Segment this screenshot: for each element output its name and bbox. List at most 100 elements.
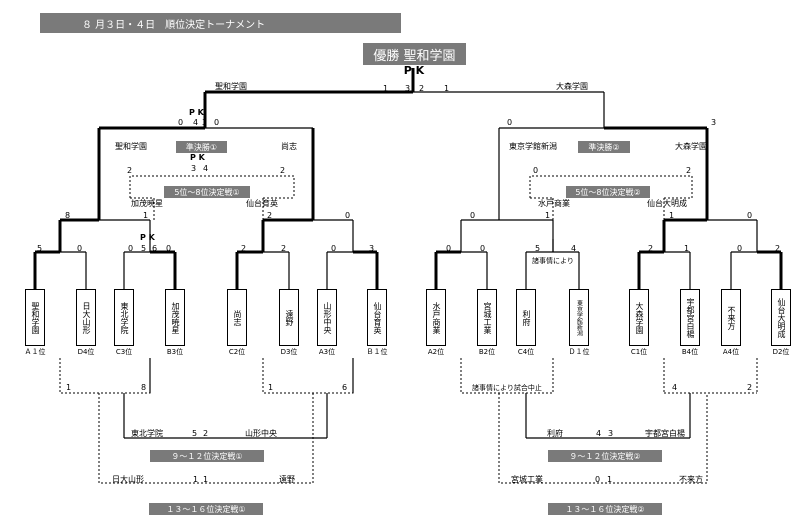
team-box: 大森学園 xyxy=(629,289,649,346)
team-seed: C1位 xyxy=(630,348,648,356)
consolation-5-8-2-label: 5位～8位決定戦② xyxy=(566,186,650,198)
first-round-score: 2 xyxy=(241,244,247,253)
first-round-score: 0 xyxy=(446,244,452,253)
first-round-score: 2 xyxy=(775,244,781,253)
semi-score: 0 xyxy=(178,118,184,127)
first-round-score: 5 xyxy=(37,244,43,253)
placement-13-16-2-label: １３～１６位決定戦② xyxy=(548,503,662,515)
lower-score: 6 xyxy=(342,383,348,392)
team-seed: C3位 xyxy=(115,348,133,356)
first-round-score: 0 xyxy=(166,244,172,253)
quarter-score: 1 xyxy=(669,211,675,220)
team-seed: B3位 xyxy=(166,348,184,356)
semi-right-team: 大森学園 xyxy=(675,142,707,151)
team-box: 遠野 xyxy=(279,289,299,346)
team-seed: Ｂ１位 xyxy=(366,348,388,356)
lower-score: 8 xyxy=(141,383,147,392)
semifinal-1-label: 準決勝① xyxy=(176,141,227,153)
consolation-5-8-1-label: 5位～8位決定戦① xyxy=(164,186,250,198)
semi-score: 4 xyxy=(193,118,199,127)
final-score: 3 xyxy=(405,84,411,93)
placement-13-16-1-label: １３～１６位決定戦① xyxy=(149,503,263,515)
team-box: 不来方 xyxy=(721,289,741,346)
lower-score: 0 xyxy=(595,475,601,484)
first-round-score: 0 xyxy=(331,244,337,253)
first-round-score: 2 xyxy=(281,244,287,253)
lower-left-team: 日大山形 xyxy=(112,475,144,484)
first-round-pk-label: P K xyxy=(140,233,155,242)
quarter-score: 1 xyxy=(545,211,551,220)
team-seed: C4位 xyxy=(517,348,535,356)
team-box: 東京学館新潟 xyxy=(569,289,589,346)
lower-left-team: 東北学院 xyxy=(131,429,163,438)
quarter-score: 0 xyxy=(470,211,476,220)
first-round-score: 1 xyxy=(684,244,690,253)
semi-score: 3 xyxy=(191,164,197,173)
semi-score: 0 xyxy=(507,118,513,127)
lower-left-team: 宮城工業 xyxy=(511,475,543,484)
team-box: 山形中央 xyxy=(317,289,337,346)
team-name: 仙台育英 xyxy=(373,301,382,334)
semi-pk-label: P K xyxy=(190,153,205,162)
consolation-score: 2 xyxy=(127,166,133,175)
final-score: 1 xyxy=(383,84,389,93)
lower-score: 4 xyxy=(596,429,602,438)
team-seed: A2位 xyxy=(427,348,445,356)
team-name: 日大山形 xyxy=(82,301,91,334)
final-score: 1 xyxy=(444,84,450,93)
team-name: 大森学園 xyxy=(635,301,644,334)
page-title: ８ 月３日・４日 順位決定トーナメント xyxy=(40,13,401,33)
lower-right-team: 宇都宮白楊 xyxy=(645,429,685,438)
final-score: 2 xyxy=(419,84,425,93)
team-box: 聖和学園 xyxy=(25,289,45,346)
team-seed: A3位 xyxy=(318,348,336,356)
team-name: 仙台大明成 xyxy=(777,297,786,338)
placement-9-12-1-label: ９～１２位決定戦① xyxy=(150,450,264,462)
first-round-score: 0 xyxy=(77,244,83,253)
semi-score: 0 xyxy=(214,118,220,127)
team-seed: D4位 xyxy=(77,348,95,356)
team-name: 宮城工業 xyxy=(483,301,492,334)
first-round-score: 0 xyxy=(128,244,134,253)
lower-score: 4 xyxy=(672,383,678,392)
quarter-score: 0 xyxy=(747,211,753,220)
team-seed: C2位 xyxy=(228,348,246,356)
first-round-score: 2 xyxy=(648,244,654,253)
team-name: 尚志 xyxy=(233,309,242,326)
consolation-score: 0 xyxy=(533,166,539,175)
team-box: 日大山形 xyxy=(76,289,96,346)
team-seed: Ａ１位 xyxy=(24,348,46,356)
semi-score: 4 xyxy=(203,164,209,173)
quarter-score: 1 xyxy=(143,211,149,220)
first-round-score: 4 xyxy=(571,244,577,253)
first-round-score: 0 xyxy=(480,244,486,253)
lower-right-team: 山形中央 xyxy=(245,429,277,438)
team-box: 東北学院 xyxy=(114,289,134,346)
quarter-score: 8 xyxy=(65,211,71,220)
semi-score: 3 xyxy=(711,118,717,127)
team-name: 宇都宮白楊 xyxy=(686,297,695,338)
consolation-right-team: 仙台大明成 xyxy=(647,199,687,208)
first-round-score: 0 xyxy=(737,244,743,253)
final-right-team: 大森学園 xyxy=(556,82,588,91)
semi-right-team: 尚志 xyxy=(281,142,297,151)
team-box: 仙台育英 xyxy=(367,289,387,346)
team-name: 利府 xyxy=(522,309,531,326)
team-box: 尚志 xyxy=(227,289,247,346)
lower-score: 1 xyxy=(193,475,199,484)
team-seed: D3位 xyxy=(280,348,298,356)
lower-right-team: 遠野 xyxy=(279,475,295,484)
team-seed: B4位 xyxy=(681,348,699,356)
team-name: 山形中央 xyxy=(323,301,332,334)
quarter-score: 2 xyxy=(267,211,273,220)
consolation-left-team: 水戸商業 xyxy=(538,199,570,208)
quarter-score: 0 xyxy=(345,211,351,220)
champion-pk-label: P K xyxy=(403,64,425,77)
team-seed: B2位 xyxy=(478,348,496,356)
team-name: 加茂暁星 xyxy=(171,301,180,334)
lower-score: 3 xyxy=(608,429,614,438)
team-box: 利府 xyxy=(516,289,536,346)
semi-left-team: 東京学館新潟 xyxy=(509,142,557,151)
semi-pk-label: P K xyxy=(189,108,204,117)
